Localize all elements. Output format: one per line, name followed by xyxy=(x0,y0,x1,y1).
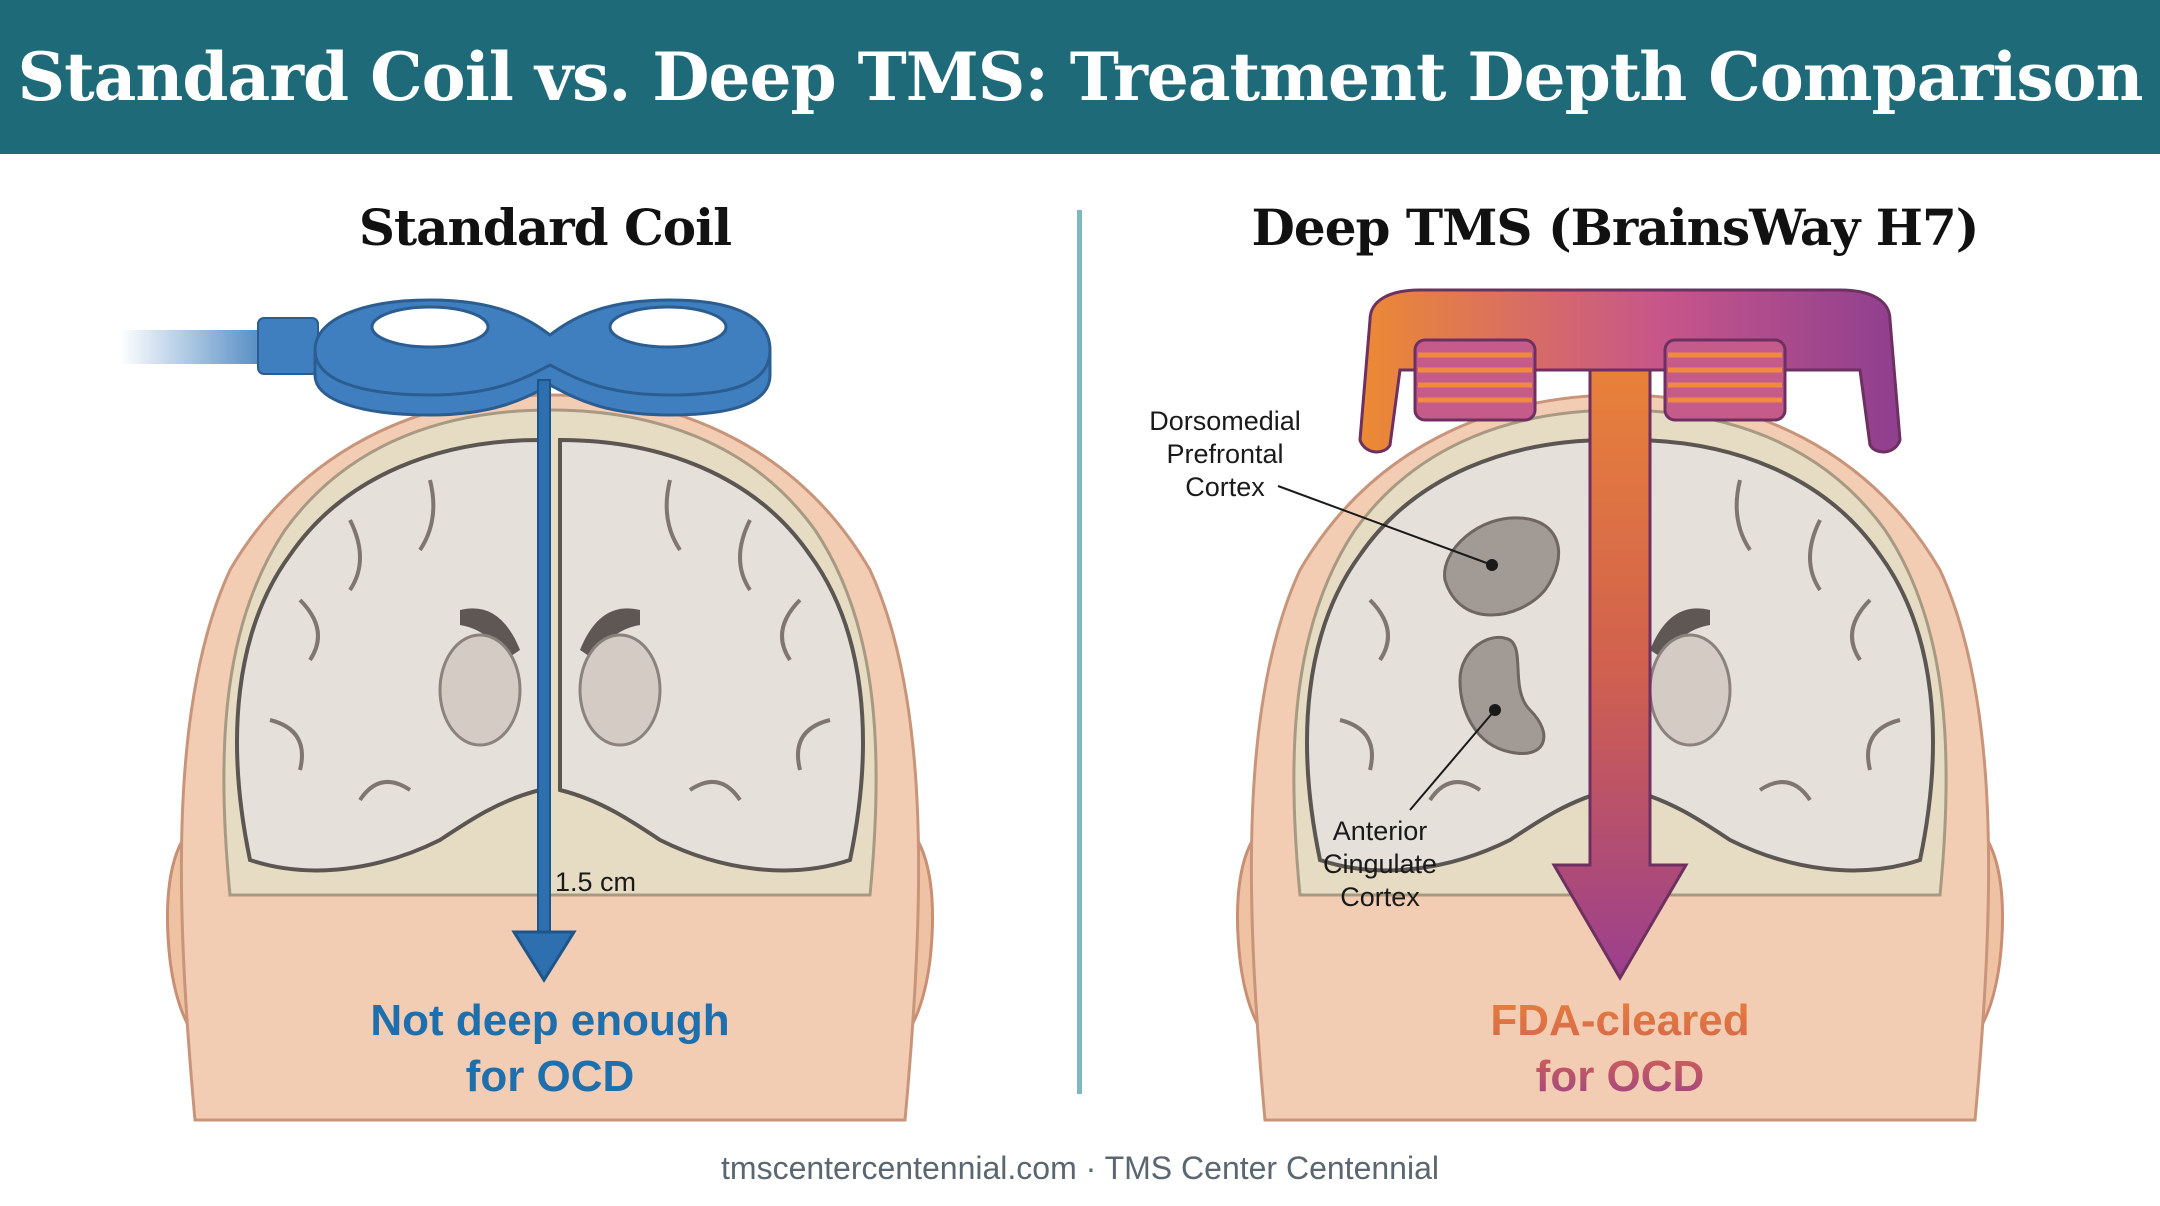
acc-leader-line xyxy=(1409,709,1496,811)
brain-icon xyxy=(235,437,865,873)
acc-label: Anterior Cingulate Cortex xyxy=(1290,815,1470,914)
h7-coil-icon xyxy=(1358,288,1902,454)
deep-depth-arrow-icon xyxy=(1551,368,1689,981)
acc-region-icon xyxy=(1458,635,1546,755)
dpfc-label: Dorsomedial Prefrontal Cortex xyxy=(1120,405,1330,504)
deep-brain-icon xyxy=(1305,437,1935,873)
left-winding-icon xyxy=(1413,338,1537,422)
dpfc-leader-line xyxy=(1277,485,1493,566)
standard-caption-line: Not deep enough xyxy=(370,996,730,1045)
dpfc-label-line: Prefrontal xyxy=(1166,439,1284,469)
standard-head-illustration xyxy=(120,298,934,1122)
deep-head-illustration xyxy=(1236,288,2004,1122)
standard-caption: Not deep enough for OCD xyxy=(300,993,800,1105)
deep-caption: FDA-cleared for OCD xyxy=(1370,993,1870,1105)
deep-tms-title: Deep TMS (BrainsWay H7) xyxy=(1251,198,1980,257)
dpfc-label-line: Dorsomedial xyxy=(1149,406,1301,436)
standard-depth-arrow-icon xyxy=(511,379,577,983)
acc-label-line: Anterior xyxy=(1332,816,1428,846)
right-winding-icon xyxy=(1663,338,1787,422)
deep-caption-line: FDA-cleared xyxy=(1490,996,1750,1045)
page-title: Standard Coil vs. Deep TMS: Treatment De… xyxy=(17,38,2143,116)
standard-coil-title: Standard Coil xyxy=(358,198,732,257)
dpfc-label-line: Cortex xyxy=(1185,472,1265,502)
dpfc-region-icon xyxy=(1443,516,1561,617)
standard-coil-icon xyxy=(120,298,772,417)
deep-caption-line: for OCD xyxy=(1535,1052,1705,1101)
acc-label-line: Cortex xyxy=(1340,882,1420,912)
acc-label-line: Cingulate xyxy=(1322,849,1438,879)
footer-credit: tmscentercentennial.com · TMS Center Cen… xyxy=(721,1150,1439,1186)
panel-divider xyxy=(1077,210,1082,1094)
depth-label: 1.5 cm xyxy=(555,867,637,897)
title-banner: Standard Coil vs. Deep TMS: Treatment De… xyxy=(0,0,2160,154)
standard-caption-line: for OCD xyxy=(465,1052,635,1101)
